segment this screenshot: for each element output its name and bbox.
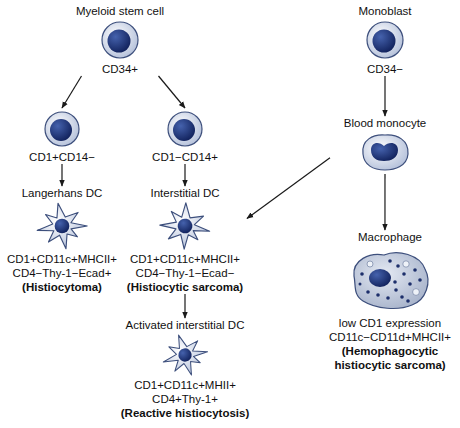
cell-nucleus [369,269,391,287]
cell-body [37,203,87,249]
cell-node: Activated interstitial DC CD1+CD11c+MHII+… [115,318,255,420]
cell-node: Myeloid stem cellCD34+ [65,4,175,76]
cell-body [363,135,408,170]
cell-name: Monoblast [330,4,440,18]
dendritic-cell [37,203,87,249]
monocyte-cell [363,135,408,170]
lineage-arrow [384,174,385,230]
marker-text: low CD1 expression CD11c−CD11d+MHCII+ [320,316,460,344]
lineage-arrow [159,76,186,108]
cell-nucleus [55,219,70,234]
cell-node: Interstitial DC CD1+CD11c+MHCII+ CD4−Thy-… [123,186,247,294]
cell-name: Blood monocyte [330,116,440,130]
cell-body [45,112,79,146]
cell-name: Myeloid stem cell [65,4,175,18]
progenitor-cell [168,112,202,146]
cell-name: Interstitial DC [123,186,247,200]
dendritic-cell [156,199,214,254]
cell-nucleus [371,143,398,161]
progenitor-cell [45,112,79,146]
marker-text: CD1+CD11c+MHCII+ CD4−Thy-1−Ecad+ [0,252,124,280]
vacuole [413,289,420,296]
lineage-arrow [61,164,62,186]
marker-text: CD1+CD14− [17,150,107,164]
disease-label: (Hemophagocytic histiocytic sarcoma) [320,344,460,372]
stem-cell [102,22,138,58]
cell-body [354,253,428,309]
disease-label: (Histiocytoma) [0,280,124,294]
cell-body [102,22,138,58]
dendritic-cell [160,331,211,378]
cell-nucleus [177,347,192,362]
lineage-arrow [184,294,185,318]
cell-body [156,199,214,254]
cell-node: CD1+CD14− [17,108,107,164]
macrophage-cell [354,253,428,309]
cell-body [367,22,403,58]
vacuole [367,261,373,267]
cell-node: Blood monocyte [330,116,440,174]
cell-body [168,112,202,146]
cell-name: Macrophage [320,230,460,244]
cell-node: Langerhans DC CD1+CD11c+MHCII+ CD4−Thy-1−… [0,186,124,294]
marker-text: CD1+CD11c+MHII+ CD4+Thy-1+ [115,378,255,406]
cell-node: MonoblastCD34− [330,4,440,76]
cell-nucleus [108,30,131,53]
lineage-arrow [184,164,185,186]
lineage-arrow [384,76,385,116]
cell-body [160,331,211,378]
cell-node: CD1−CD14+ [140,108,230,164]
marker-text: CD34+ [65,62,175,76]
cell-name: Langerhans DC [0,186,124,200]
disease-label: (Reactive histiocytosis) [115,406,255,420]
cell-name: Activated interstitial DC [115,318,255,332]
vacuole [403,261,409,267]
cell-nucleus [173,119,195,141]
monoblast-cell [367,22,403,58]
cell-nucleus [176,217,193,234]
lineage-arrow [62,76,82,108]
granules [359,259,422,303]
cell-node: Macrophage low CD1 expression CD11c−CD11d… [320,230,460,372]
marker-text: CD1+CD11c+MHCII+ CD4−Thy-1−Ecad− [123,252,247,280]
marker-text: CD1−CD14+ [140,150,230,164]
cell-nucleus [50,119,72,141]
marker-text: CD34− [330,62,440,76]
cell-nucleus [373,30,396,53]
lineage-arrow [247,158,330,219]
disease-label: (Histiocytic sarcoma) [123,280,247,294]
